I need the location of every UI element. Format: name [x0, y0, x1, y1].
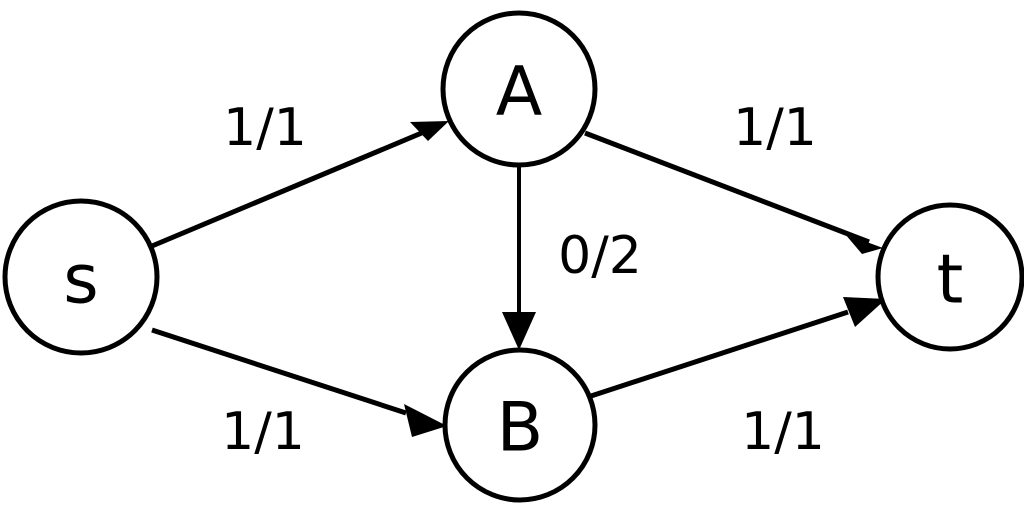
edge-label-A-B: 0/2 — [558, 226, 642, 286]
arrowhead-s-B — [404, 404, 447, 437]
edge-s-to-B: 1/1 — [151, 327, 447, 462]
node-s[interactable]: s — [2, 198, 160, 356]
node-circle-A[interactable] — [440, 10, 598, 168]
edge-label-s-B: 1/1 — [221, 402, 305, 462]
arrowhead-A-B — [502, 312, 536, 350]
edge-B-to-t: 1/1 — [590, 297, 886, 462]
node-label-A: A — [496, 53, 543, 132]
edge-label-A-t: 1/1 — [733, 98, 817, 158]
edge-A-to-t: 1/1 — [584, 98, 883, 254]
node-label-B: B — [497, 389, 544, 468]
node-A[interactable]: A — [440, 10, 598, 168]
edge-line-A-t — [584, 130, 870, 245]
node-circle-B[interactable] — [442, 347, 598, 503]
edge-line-B-t — [590, 309, 849, 399]
node-circle-t[interactable] — [875, 202, 1024, 352]
edge-line-s-A — [151, 124, 437, 249]
edge-label-s-A: 1/1 — [223, 98, 307, 158]
edge-A-to-B: 0/2 — [502, 165, 642, 350]
arrowhead-B-t — [843, 297, 886, 327]
arrowhead-s-A — [410, 121, 449, 141]
edge-label-B-t: 1/1 — [741, 402, 825, 462]
node-label-t: t — [937, 241, 964, 320]
node-label-s: s — [63, 241, 98, 320]
edge-line-s-B — [151, 327, 407, 416]
arrowhead-A-t — [845, 234, 883, 254]
node-t[interactable]: t — [875, 202, 1024, 352]
node-circle-s[interactable] — [2, 198, 160, 356]
edge-s-to-A: 1/1 — [151, 98, 449, 249]
node-B[interactable]: B — [442, 347, 598, 503]
